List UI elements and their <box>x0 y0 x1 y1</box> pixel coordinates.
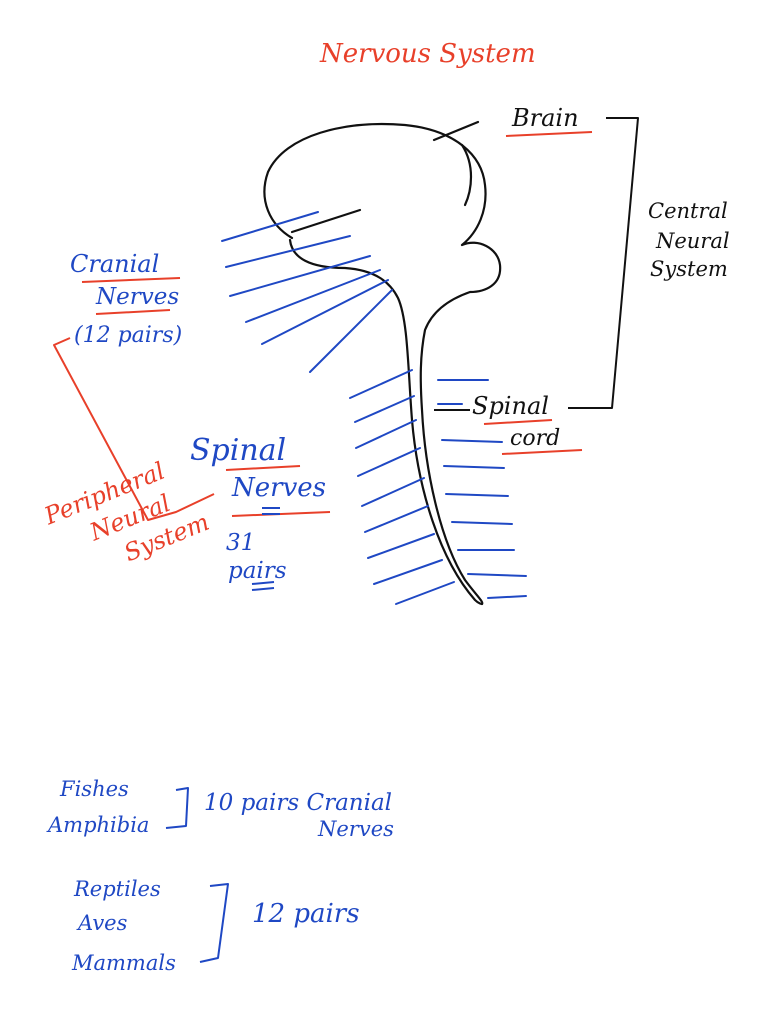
note-group2-bracket <box>199 883 229 963</box>
cns-label-line2: Neural <box>655 229 730 253</box>
cns-label-line1: Central <box>648 199 728 223</box>
spinal-nerves-arrow <box>231 511 331 517</box>
spinal-cord-inner-edge <box>288 238 484 606</box>
note-mammals: Mammals <box>71 951 176 975</box>
note-group1-bracket <box>165 787 189 829</box>
spinal-cord-label-line2: cord <box>510 426 560 451</box>
brain-spinal-outline <box>263 120 502 606</box>
note-amphibia: Amphibia <box>46 813 149 837</box>
brain-pointer-line <box>432 120 480 142</box>
cranial-nerves <box>221 211 393 373</box>
brain-fold-left <box>290 208 362 234</box>
cns-bracket <box>568 117 639 409</box>
spinal-nerves-underline1 <box>225 465 301 471</box>
note-reptiles: Reptiles <box>73 877 161 901</box>
spinal-nerves-doubleline2 <box>251 581 275 591</box>
brain-label: Brain <box>511 104 579 132</box>
spinal-nerves-label-line2: Nerves <box>231 473 326 503</box>
pns-label: Peripheral Neural System <box>40 457 213 567</box>
note-12-pairs: 12 pairs <box>252 899 360 929</box>
spinal-cord-label-line1: Spinal <box>472 392 549 420</box>
note-10-pairs-nerves: Nerves <box>317 817 394 841</box>
pns-bracket <box>53 337 215 521</box>
cns-label-line3: System <box>650 257 728 281</box>
cranial-label-line3: (12 pairs) <box>74 323 182 348</box>
brain-fold-top <box>460 143 473 207</box>
note-aves: Aves <box>76 911 128 935</box>
spinal-nerves-right <box>437 379 527 599</box>
cranial-underline2 <box>95 309 171 315</box>
note-10-pairs-cranial: 10 pairs Cranial <box>204 790 392 816</box>
diagram-title: Nervous System <box>319 39 536 69</box>
spinal-nerves-left <box>349 369 455 605</box>
note-fishes: Fishes <box>59 777 129 801</box>
spinal-cord-underline1 <box>483 419 553 425</box>
spinal-cord-underline2 <box>501 449 583 455</box>
spinal-nerves-label-line3: 31 <box>226 530 255 556</box>
cranial-label-line2: Nerves <box>95 284 179 310</box>
spinal-nerves-label-line1: Spinal <box>190 433 286 468</box>
brain-label-underline <box>505 131 593 137</box>
spinal-nerves-doubleline <box>262 507 280 515</box>
cranial-label-line1: Cranial <box>70 250 159 278</box>
cns-label: Central Neural System <box>648 199 730 281</box>
brain-outline <box>263 123 502 606</box>
spinal-nerves-label-line4: pairs <box>228 558 287 584</box>
cranial-underline1 <box>81 277 181 283</box>
